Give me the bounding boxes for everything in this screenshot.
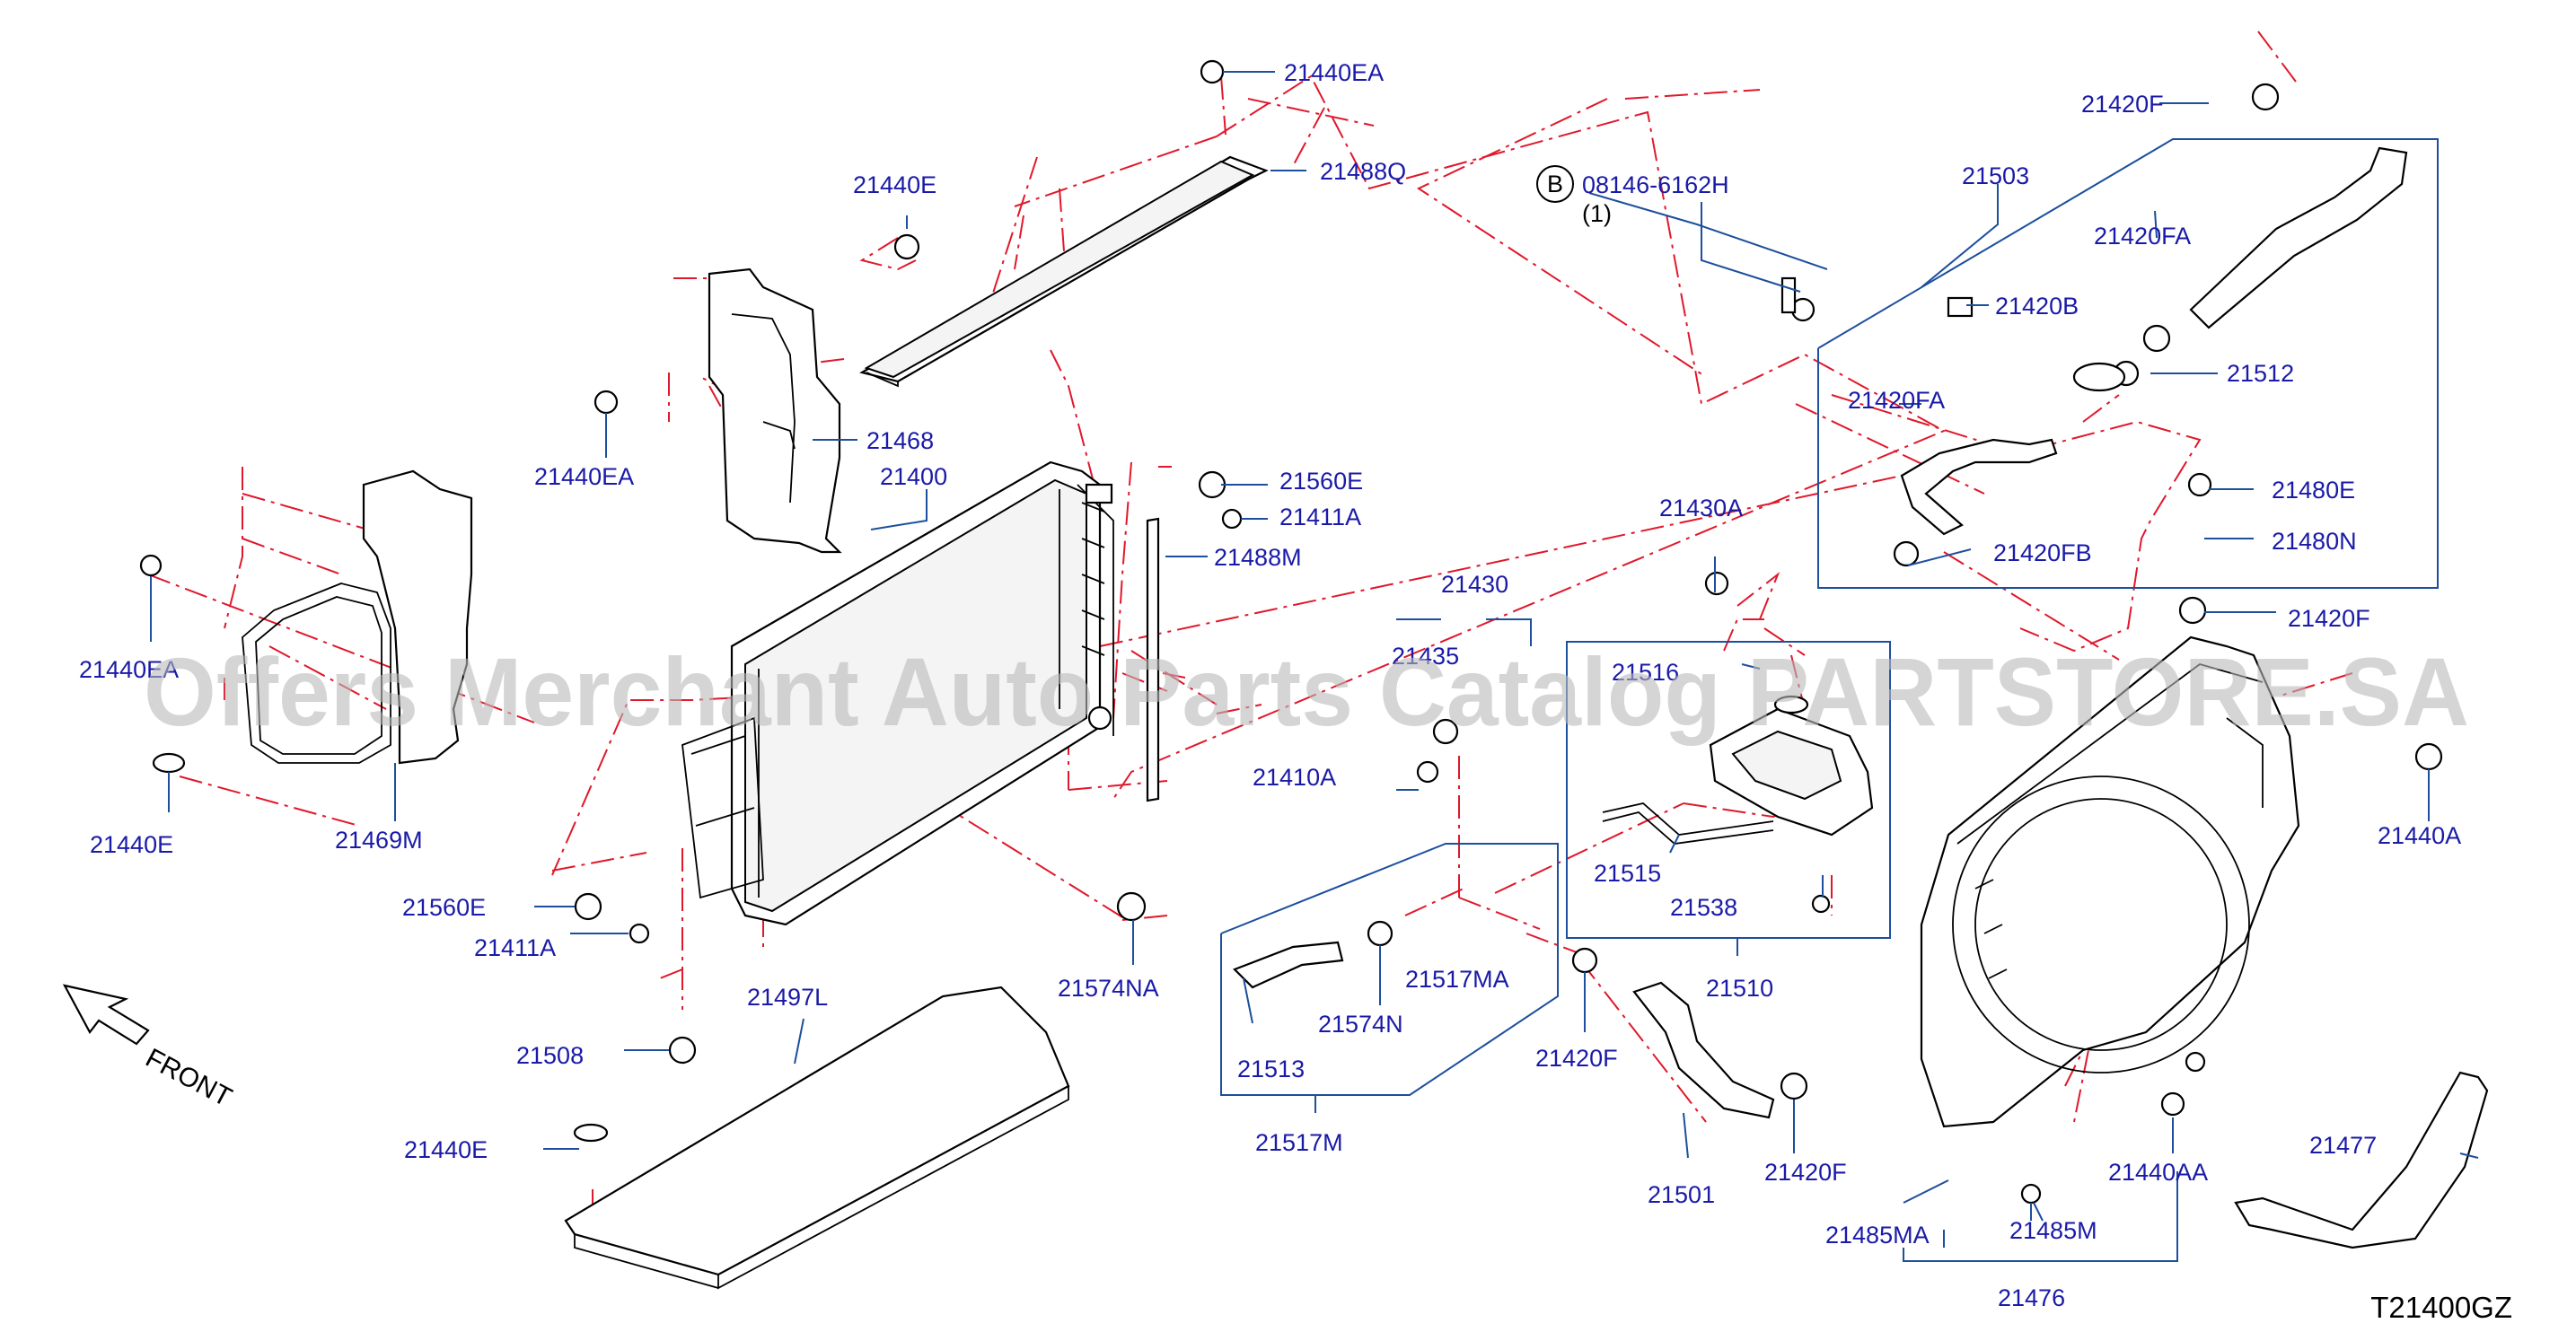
label-21485M: 21485M [2009, 1217, 2097, 1244]
bolt-part-number: 08146-6162H [1582, 171, 1729, 198]
label-21560E-left: 21560E [402, 894, 486, 921]
label-21440E-bottom: 21440E [404, 1136, 488, 1163]
label-21440E-far: 21440E [90, 831, 173, 858]
label-21420FA-top: 21420FA [2094, 223, 2191, 250]
label-21517M: 21517M [1255, 1129, 1343, 1156]
label-21516: 21516 [1612, 659, 1679, 686]
left-radiator-bracket [708, 267, 842, 554]
label-21440EA-far: 21440EA [79, 656, 179, 683]
label-21513: 21513 [1237, 1056, 1305, 1082]
label-21476: 21476 [1998, 1284, 2065, 1311]
label-21501: 21501 [1648, 1181, 1715, 1208]
label-21485MA: 21485MA [1825, 1222, 1930, 1249]
label-21488Q: 21488Q [1320, 158, 1406, 185]
bolt-quantity: (1) [1582, 200, 1612, 227]
label-21400: 21400 [880, 463, 947, 490]
label-21488M: 21488M [1214, 544, 1302, 571]
diagram-code: T21400GZ [2370, 1291, 2512, 1324]
label-21469M: 21469M [335, 827, 423, 854]
hoses [1233, 146, 2408, 1119]
watermark: Offers Merchant Auto Parts Catalog PARTS… [144, 637, 2469, 746]
label-21515: 21515 [1594, 860, 1661, 887]
label-21510: 21510 [1706, 975, 1773, 1002]
front-arrow-icon [62, 984, 150, 1046]
label-21480N: 21480N [2272, 528, 2357, 555]
lower-shroud-seal [2234, 1071, 2489, 1249]
label-21508: 21508 [516, 1042, 584, 1069]
label-21435: 21435 [1392, 643, 1459, 670]
label-21440A: 21440A [2378, 822, 2461, 849]
upper-radiator-seal [859, 155, 1269, 388]
label-21538: 21538 [1670, 894, 1737, 921]
front-label: FRONT [141, 1043, 237, 1113]
label-21440EA-left: 21440EA [534, 463, 634, 490]
label-21440AA: 21440AA [2108, 1159, 2208, 1186]
front-direction-indicator: FRONT [62, 984, 237, 1113]
label-21410A: 21410A [1253, 764, 1336, 791]
label-21430A: 21430A [1659, 495, 1743, 521]
label-21574N: 21574N [1318, 1011, 1403, 1038]
label-21512: 21512 [2227, 360, 2294, 387]
label-21560E-right: 21560E [1279, 468, 1363, 495]
outer-radiator-bracket [242, 469, 473, 765]
label-21468: 21468 [866, 427, 934, 454]
fasteners [139, 59, 2443, 1205]
label-21430: 21430 [1441, 571, 1508, 598]
reservoir-tank [1602, 695, 1874, 845]
label-21420F-right: 21420F [2288, 605, 2370, 632]
bolt-callout: B 08146-6162H (1) [1536, 165, 1729, 227]
side-seal-strip [1146, 517, 1160, 802]
label-21420FB: 21420FB [1993, 539, 2092, 566]
lower-seal-plate [564, 986, 1070, 1290]
label-21574NA: 21574NA [1058, 975, 1159, 1002]
leader-lines [150, 71, 2479, 1262]
label-21517MA: 21517MA [1405, 966, 1509, 993]
label-21420B: 21420B [1995, 293, 2079, 320]
label-21420F-low: 21420F [1764, 1159, 1847, 1186]
label-21411A-right: 21411A [1279, 504, 1361, 530]
label-21411A-left: 21411A [474, 934, 556, 961]
part-labels: 21440EA 21488Q 21440E 21440EA 21468 2140… [79, 59, 2461, 1311]
fan-shroud [1920, 635, 2300, 1128]
label-21440EA-top: 21440EA [1284, 59, 1384, 86]
label-21420F-mid: 21420F [1535, 1045, 1618, 1072]
label-21420FA-left: 21420FA [1848, 387, 1945, 414]
label-21440E-top: 21440E [853, 171, 936, 198]
label-21497L: 21497L [747, 984, 828, 1011]
label-21480E: 21480E [2272, 477, 2355, 504]
label-21420F-top: 21420F [2081, 91, 2164, 118]
label-21503: 21503 [1962, 162, 2029, 189]
group-boxes [1220, 138, 2439, 1096]
radiator-assembly [681, 460, 1114, 926]
bolt-badge: B [1547, 171, 1563, 197]
label-21477: 21477 [2309, 1132, 2377, 1159]
